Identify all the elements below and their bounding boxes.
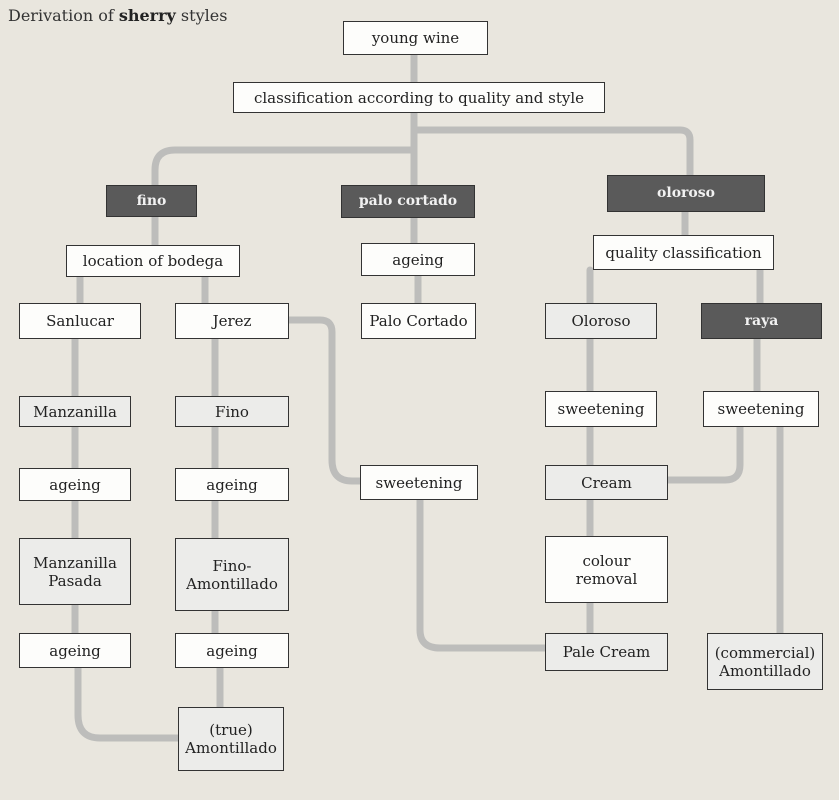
fino-ageing-box: ageing [175, 468, 289, 501]
manzanilla-ageing-2-box: ageing [19, 633, 131, 668]
fino-style-box: fino [106, 185, 197, 217]
location-of-bodega-box: location of bodega [66, 245, 240, 277]
jerez-box: Jerez [175, 303, 289, 339]
oloroso-style-box: oloroso [607, 175, 765, 212]
sanlucar-box: Sanlucar [19, 303, 141, 339]
fino-wine-box: Fino [175, 396, 289, 427]
diagram-title: Derivation of sherry styles [8, 6, 228, 25]
colour-removal-box: colour removal [545, 536, 668, 603]
oloroso-sweetening-box: sweetening [545, 391, 657, 427]
raya-sweetening-box: sweetening [703, 391, 819, 427]
manzanilla-pasada-box: Manzanilla Pasada [19, 538, 131, 605]
fino-ageing-2-box: ageing [175, 633, 289, 668]
pale-cream-box: Pale Cream [545, 633, 668, 671]
classification-box: classification according to quality and … [233, 82, 605, 113]
commercial-amontillado-box: (commercial) Amontillado [707, 633, 823, 690]
raya-box: raya [701, 303, 822, 339]
mid-sweetening-box: sweetening [360, 465, 478, 500]
palo-cortado-ageing-box: ageing [361, 243, 475, 276]
manzanilla-ageing-box: ageing [19, 468, 131, 501]
manzanilla-box: Manzanilla [19, 396, 131, 427]
quality-classification-box: quality classification [593, 235, 774, 270]
true-amontillado-box: (true) Amontillado [178, 707, 284, 771]
cream-box: Cream [545, 465, 668, 500]
fino-amontillado-box: Fino- Amontillado [175, 538, 289, 611]
palo-cortado-wine-box: Palo Cortado [361, 303, 476, 339]
oloroso-wine-box: Oloroso [545, 303, 657, 339]
palo-cortado-style-box: palo cortado [341, 185, 475, 218]
young-wine-box: young wine [343, 21, 488, 55]
